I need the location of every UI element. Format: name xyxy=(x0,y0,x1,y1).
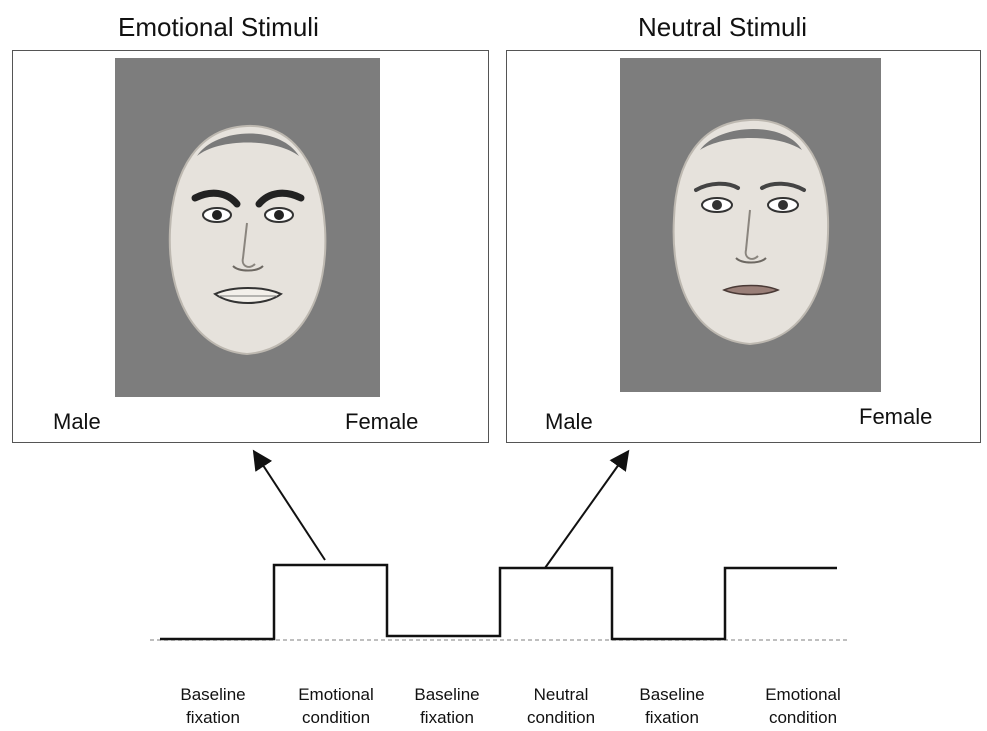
phase-label-2-line2: condition xyxy=(281,706,391,729)
phase-label-4: Neutral condition xyxy=(506,683,616,729)
phase-label-3-line2: fixation xyxy=(392,706,502,729)
phase-label-1: Baseline fixation xyxy=(158,683,268,729)
phase-label-3: Baseline fixation xyxy=(392,683,502,729)
phase-label-5-line1: Baseline xyxy=(617,683,727,706)
phase-label-5: Baseline fixation xyxy=(617,683,727,729)
phase-label-2: Emotional condition xyxy=(281,683,391,729)
phase-label-6: Emotional condition xyxy=(748,683,858,729)
emotional-arrow xyxy=(255,453,325,560)
phase-label-5-line2: fixation xyxy=(617,706,727,729)
phase-label-2-line1: Emotional xyxy=(281,683,391,706)
phase-label-6-line1: Emotional xyxy=(748,683,858,706)
block-waveform xyxy=(160,565,837,639)
phase-label-1-line2: fixation xyxy=(158,706,268,729)
phase-label-1-line1: Baseline xyxy=(158,683,268,706)
phase-label-6-line2: condition xyxy=(748,706,858,729)
phase-label-4-line2: condition xyxy=(506,706,616,729)
phase-label-4-line1: Neutral xyxy=(506,683,616,706)
phase-label-3-line1: Baseline xyxy=(392,683,502,706)
neutral-arrow xyxy=(545,453,627,568)
